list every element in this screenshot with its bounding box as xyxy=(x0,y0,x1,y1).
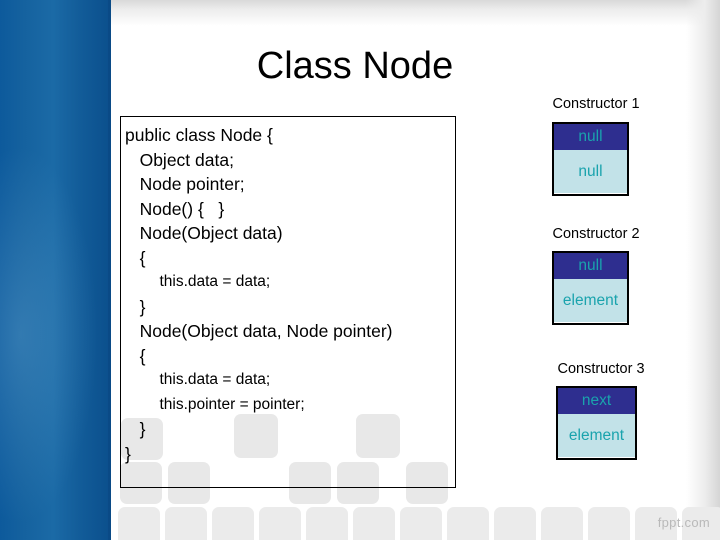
decorative-square xyxy=(234,414,278,458)
decorative-square xyxy=(447,507,489,540)
code-line: Node() { } xyxy=(125,198,225,219)
node-diagram-3: next element xyxy=(556,386,637,460)
code-block: public class Node { Object data; Node po… xyxy=(120,116,456,488)
watermark: fppt.com xyxy=(657,515,710,530)
node-pointer-cell: next xyxy=(558,388,635,414)
decorative-square xyxy=(212,507,254,540)
decorative-square xyxy=(400,507,442,540)
code-line: this.data = data; xyxy=(125,273,271,290)
decorative-square xyxy=(259,507,301,540)
decorative-square xyxy=(168,462,210,504)
code-line: } xyxy=(125,419,146,439)
code-line: Node(Object data, Node pointer) xyxy=(125,321,393,341)
decorative-square xyxy=(635,507,677,540)
code-line: Object data; xyxy=(125,149,234,170)
constructor-1-label: Constructor 1 xyxy=(552,96,640,112)
decorative-square xyxy=(494,507,536,540)
constructor-3-label: Constructor 3 xyxy=(557,361,645,377)
decorative-square xyxy=(337,462,379,504)
node-data-cell: null xyxy=(554,150,627,193)
node-pointer-cell: null xyxy=(554,124,627,150)
decorative-square xyxy=(353,507,395,540)
decorative-square xyxy=(165,507,207,540)
decorative-square xyxy=(682,507,720,540)
code-line: { xyxy=(125,345,146,366)
decorative-square xyxy=(541,507,583,540)
code-line: public class Node { xyxy=(125,125,273,145)
page-title: Class Node xyxy=(256,45,454,87)
node-diagram-1: null null xyxy=(552,122,629,196)
code-line: } xyxy=(125,296,146,317)
node-data-cell: element xyxy=(558,414,635,457)
decorative-square xyxy=(356,414,400,458)
decorative-square xyxy=(289,462,331,504)
constructor-2-label: Constructor 2 xyxy=(552,226,640,242)
decorative-square xyxy=(120,462,162,504)
node-diagram-2: null element xyxy=(552,251,629,325)
node-pointer-cell: null xyxy=(554,253,627,279)
left-blue-band xyxy=(0,0,111,540)
code-line: this.pointer = pointer; xyxy=(125,395,305,413)
decorative-square xyxy=(588,507,630,540)
decorative-square xyxy=(118,507,160,540)
code-line: } xyxy=(125,443,131,464)
left-band-edge xyxy=(108,0,111,540)
node-data-cell: element xyxy=(554,279,627,322)
decorative-square xyxy=(306,507,348,540)
decorative-square xyxy=(121,418,163,460)
decorative-square xyxy=(406,462,448,504)
code-line: this.data = data; xyxy=(125,371,271,388)
code-line: Node pointer; xyxy=(125,174,245,194)
code-line: Node(Object data) xyxy=(125,223,283,243)
code-line: { xyxy=(125,247,146,268)
